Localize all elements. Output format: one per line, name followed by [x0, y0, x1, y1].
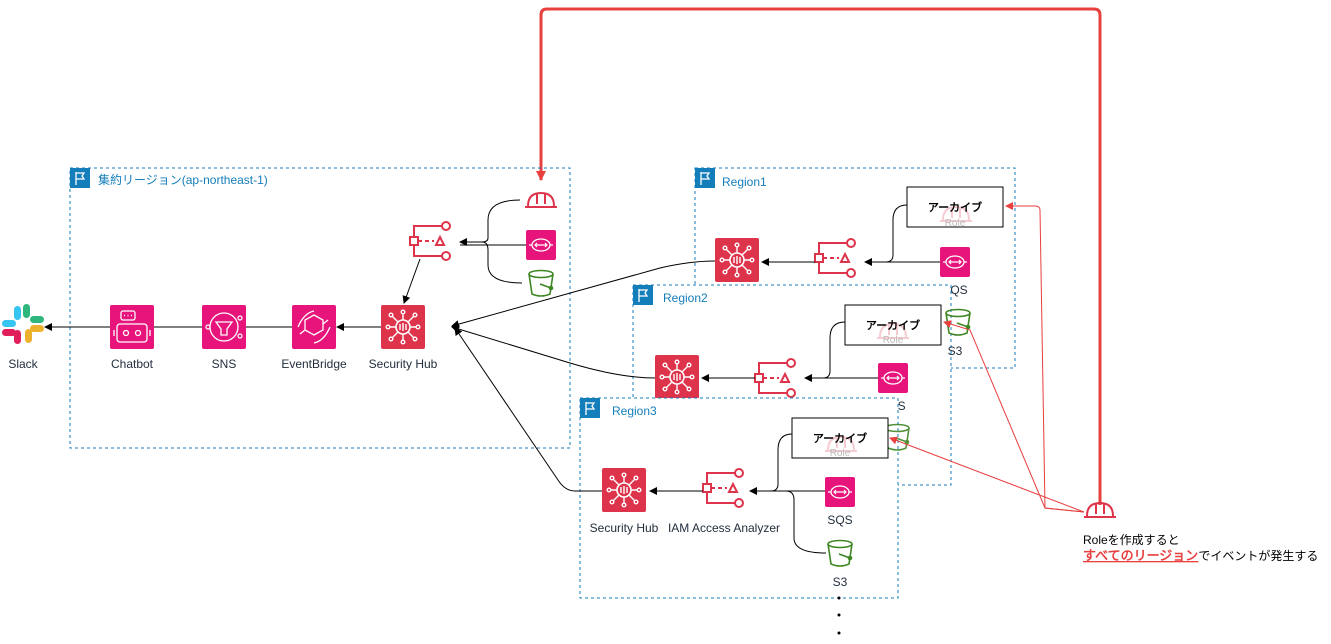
iam-access-analyzer-icon: [409, 221, 451, 261]
archive-role: Role: [830, 448, 851, 459]
aggregate-region-label: 集約リージョン(ap-northeast-1): [98, 172, 268, 187]
archive-role: Role: [883, 335, 904, 346]
eventbridge-label: EventBridge: [281, 357, 347, 371]
archive-title: アーカイブ: [813, 431, 867, 445]
chatbot-label: Chatbot: [111, 357, 154, 371]
sqs-icon: [939, 246, 971, 278]
archive-box: アーカイブ Role: [906, 186, 1004, 229]
role-note-line2: すべてのリージョンでイベントが発生する: [1083, 548, 1318, 563]
security-hub-icon: [654, 354, 700, 400]
archive-title: アーカイブ: [928, 200, 982, 214]
role-event-loop-arrow: [536, 7, 1102, 505]
role-icon: [524, 192, 558, 208]
sqs-icon: [824, 476, 856, 508]
archive-box: アーカイブ Role: [844, 304, 942, 346]
region-flag-icon: [632, 284, 654, 306]
security-hub-icon: [601, 467, 647, 513]
region-flag-icon: [579, 397, 601, 419]
role-note-emphasis: すべてのリージョン: [1083, 548, 1198, 563]
sqs-label: SQS: [827, 513, 852, 527]
region3-label: Region3: [612, 404, 657, 418]
eventbridge-icon: [292, 305, 336, 349]
role-note-rest: でイベントが発生する: [1198, 548, 1318, 563]
slack-label: Slack: [8, 357, 38, 371]
security-hub-icon: [380, 304, 426, 350]
region-flag-icon: [69, 167, 91, 189]
security-hub-label: Security Hub: [369, 357, 438, 371]
region1-label: Region1: [722, 175, 767, 189]
archive-role: Role: [945, 218, 966, 229]
security-hub-label: Security Hub: [590, 521, 659, 535]
sqs-icon: [525, 229, 557, 261]
sns-label: SNS: [212, 357, 237, 371]
s3-label: S3: [833, 575, 848, 589]
s3-label: S3: [948, 344, 963, 358]
sns-icon: [202, 305, 246, 349]
chatbot-icon: [110, 305, 154, 349]
archive-box: アーカイブ Role: [791, 417, 889, 459]
role-note-line1: Roleを作成すると: [1083, 533, 1180, 547]
iam-access-analyzer-label: IAM Access Analyzer: [668, 521, 780, 535]
slack-icon: [2, 304, 44, 344]
security-hub-icon: [714, 237, 760, 283]
continuation-dots: [837, 596, 841, 635]
archive-title: アーカイブ: [866, 318, 920, 332]
role-icon: [1083, 502, 1117, 518]
region-flag-icon: [694, 167, 716, 189]
sqs-icon: [877, 362, 909, 394]
s3-bucket-icon: [528, 269, 554, 297]
region2-label: Region2: [663, 291, 708, 305]
aggregate-region: 集約リージョン(ap-northeast-1): [69, 167, 571, 449]
